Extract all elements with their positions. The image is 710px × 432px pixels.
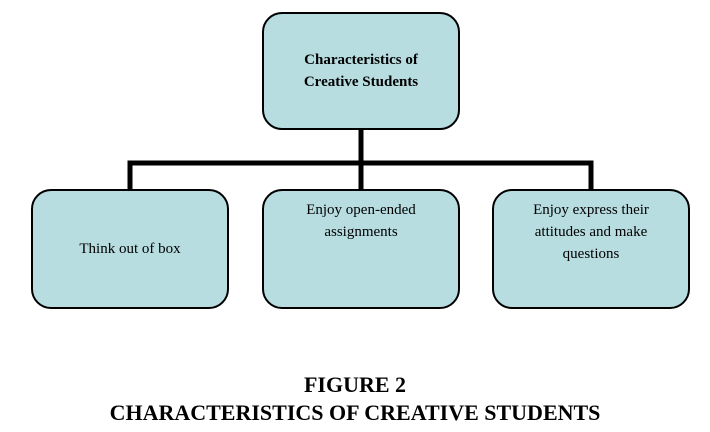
root-node-label: Characteristics of Creative Students: [303, 52, 419, 90]
child-node-label: Enjoy open-ended assignments: [306, 202, 416, 240]
child-node-express-attitudes: Enjoy express their attitudes and make q…: [492, 189, 690, 309]
child-node-label: Think out of box: [79, 241, 181, 257]
org-chart-diagram: Characteristics of Creative Students Thi…: [31, 12, 690, 309]
root-node: Characteristics of Creative Students: [262, 12, 460, 130]
child-node-open-ended-assignments: Enjoy open-ended assignments: [262, 189, 460, 309]
connector-lines: [127, 127, 594, 192]
figure-number: FIGURE 2: [303, 372, 407, 397]
child-node-think-out-of-box: Think out of box: [31, 189, 229, 309]
figure-title: CHARACTERISTICS OF CREATIVE STUDENTS: [109, 400, 601, 425]
child-node-label: Enjoy express their attitudes and make q…: [533, 202, 649, 262]
